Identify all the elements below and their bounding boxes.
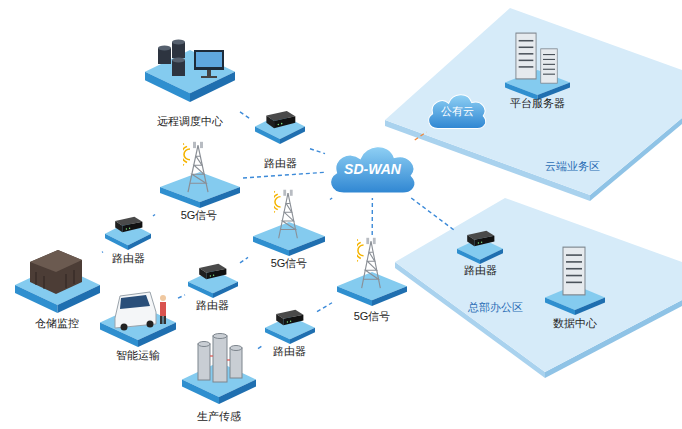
node-label: 智能运输 (116, 348, 160, 362)
dashed-link (243, 172, 325, 178)
dashed-link (258, 346, 262, 349)
router-node: 路由器 (455, 222, 505, 277)
sdwan-cloud: SD-WAN (325, 140, 420, 198)
dashed-link (240, 112, 250, 119)
node-label: 5G信号 (181, 208, 218, 222)
cloud-zone: 云端业务区 公有云 平台服务器 (385, 5, 682, 197)
link-line (310, 149, 325, 154)
link-line (240, 257, 248, 263)
server-node: 平台服务器 (500, 25, 575, 110)
link-line (372, 198, 374, 235)
station-node: 远程调度中心 (140, 28, 240, 128)
dashed-link (372, 198, 373, 235)
office-zone: 总部办公区 路由器数据中心 (395, 195, 682, 375)
router-node: 路由器 (250, 108, 310, 170)
dashed-link (153, 214, 155, 216)
router-node: 路由器 (185, 252, 240, 312)
link-line (411, 198, 455, 231)
node-label: 仓储监控 (35, 316, 79, 330)
node-label: SD-WAN (344, 162, 401, 176)
router-node: 路由器 (103, 205, 153, 265)
link-line (330, 198, 332, 200)
warehouse-node: 仓储监控 (12, 235, 102, 330)
public-cloud: 公有云 (425, 90, 489, 132)
transport-node: 智能运输 (98, 272, 178, 362)
node-label: 路由器 (464, 263, 497, 277)
node-label: 路由器 (264, 156, 297, 170)
dashed-link (310, 149, 325, 154)
node-label: 公有云 (441, 104, 474, 118)
link-line (258, 346, 262, 349)
node-label: 路由器 (112, 251, 145, 265)
node-label: 5G信号 (271, 256, 308, 270)
tower-node: 5G信号 (332, 235, 412, 323)
node-label: 路由器 (196, 298, 229, 312)
tower-node: 5G信号 (155, 140, 243, 222)
node-label: 远程调度中心 (157, 114, 223, 128)
node-label: 平台服务器 (510, 96, 565, 110)
link-line (102, 251, 103, 253)
link-line (153, 214, 155, 216)
zone-label: 云端业务区 (545, 159, 600, 173)
dashed-link (415, 132, 427, 140)
link-line (415, 132, 427, 140)
node-label: 数据中心 (553, 316, 597, 330)
datacenter-node: 数据中心 (540, 245, 610, 330)
dashed-link (330, 198, 332, 200)
node-label: 生产传感 (197, 409, 241, 423)
dashed-link (102, 251, 103, 253)
node-label: 路由器 (273, 344, 306, 358)
dashed-link (317, 303, 332, 312)
dashed-link (240, 257, 248, 263)
dashed-link (178, 295, 185, 298)
dashed-link (411, 198, 455, 231)
tower-node: 5G信号 (248, 188, 330, 270)
link-line (240, 112, 250, 119)
link-line (178, 295, 185, 298)
factory-node: 生产传感 (180, 325, 258, 423)
zone-label: 总部办公区 (468, 300, 523, 314)
node-label: 5G信号 (354, 309, 391, 323)
link-line (317, 303, 332, 312)
link-line (243, 172, 325, 178)
router-node: 路由器 (262, 298, 317, 358)
